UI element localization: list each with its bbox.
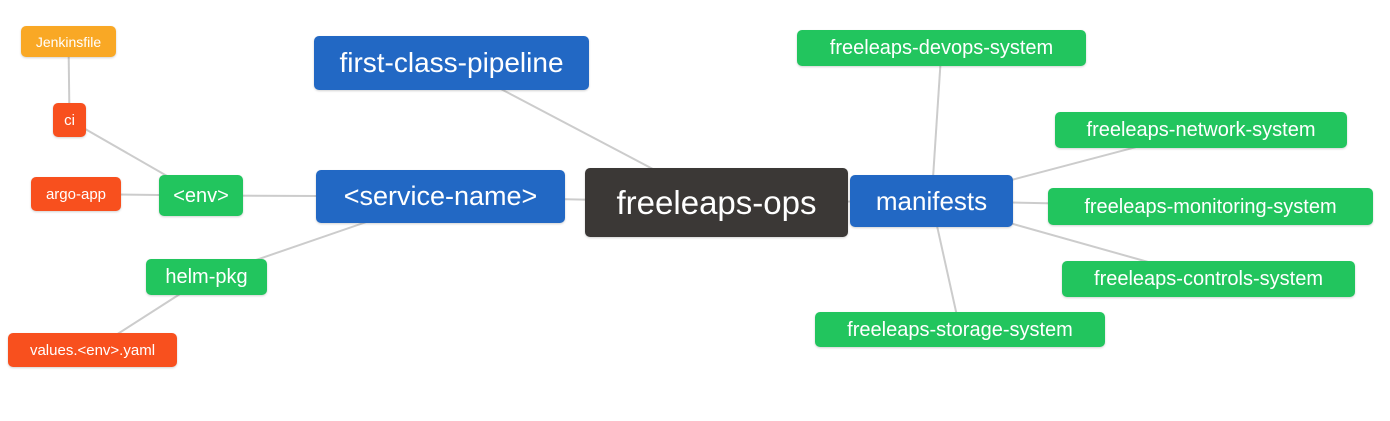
node-values-env-yaml[interactable]: values.<env>.yaml [8,333,177,367]
node-devops-system[interactable]: freeleaps-devops-system [797,30,1086,66]
node-ci[interactable]: ci [53,103,86,137]
node-service-name[interactable]: <service-name> [316,170,565,223]
node-argo-app[interactable]: argo-app [31,177,121,211]
node-first-class-pipeline[interactable]: first-class-pipeline [314,36,589,90]
node-freeleaps-ops[interactable]: freeleaps-ops [585,168,848,237]
node-manifests[interactable]: manifests [850,175,1013,227]
node-monitoring-system[interactable]: freeleaps-monitoring-system [1048,188,1373,225]
node-jenkinsfile[interactable]: Jenkinsfile [21,26,116,57]
node-env[interactable]: <env> [159,175,243,216]
node-storage-system[interactable]: freeleaps-storage-system [815,312,1105,347]
node-controls-system[interactable]: freeleaps-controls-system [1062,261,1355,297]
node-network-system[interactable]: freeleaps-network-system [1055,112,1347,148]
node-helm-pkg[interactable]: helm-pkg [146,259,267,295]
